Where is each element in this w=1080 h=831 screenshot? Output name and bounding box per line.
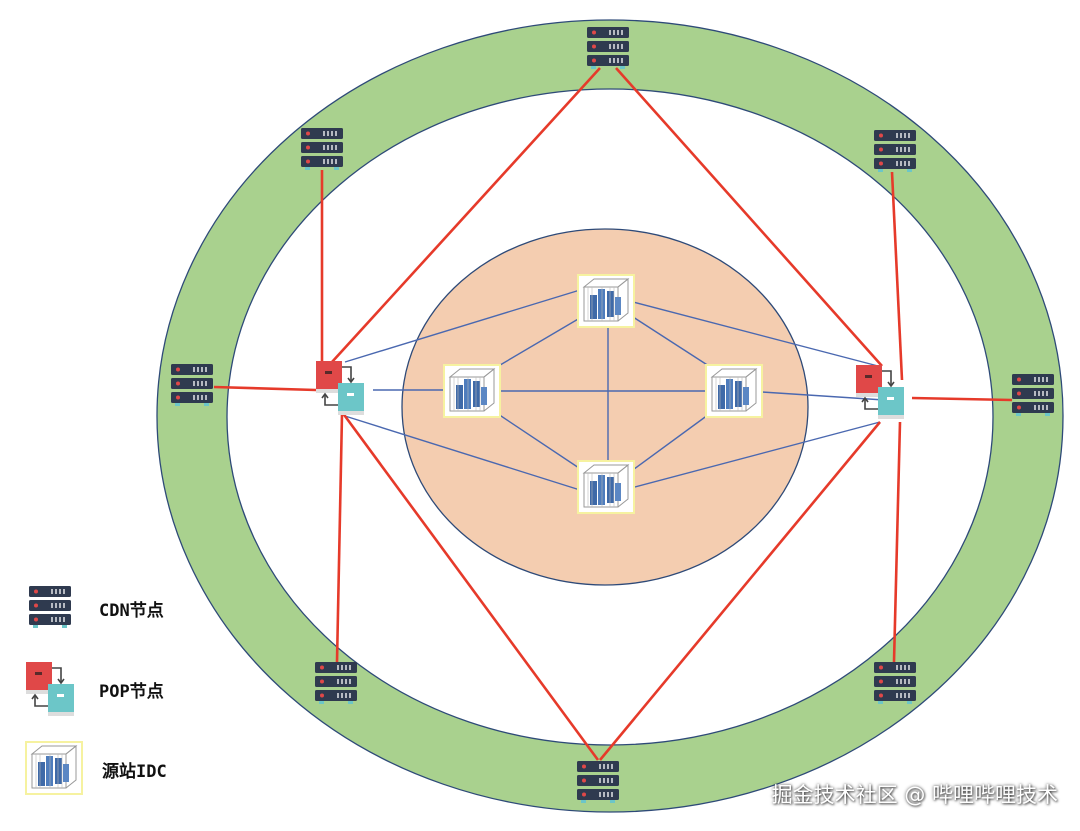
legend-idc-icon bbox=[25, 741, 83, 795]
link bbox=[634, 421, 881, 488]
cdn-node-left-icon bbox=[170, 363, 214, 407]
link bbox=[344, 415, 581, 491]
idc-node-top-icon bbox=[577, 274, 635, 328]
link bbox=[892, 421, 902, 663]
idc-node-left-icon bbox=[443, 364, 501, 418]
link bbox=[494, 411, 586, 473]
link bbox=[632, 301, 879, 367]
cdn-node-top-icon bbox=[586, 26, 630, 70]
idc-node-right-icon bbox=[705, 364, 763, 418]
link bbox=[598, 421, 882, 761]
link bbox=[331, 67, 601, 363]
link bbox=[615, 67, 883, 367]
watermark: 掘金技术社区 @ 哔哩哔哩技术 bbox=[771, 783, 1058, 807]
legend-cdn-icon bbox=[28, 585, 72, 629]
cdn-node-right-icon bbox=[1011, 373, 1055, 417]
legend-cdn-label: CDN节点 bbox=[99, 601, 164, 621]
legend-idc-label: 源站IDC bbox=[102, 762, 167, 782]
pop-to-cdn-links bbox=[213, 67, 1013, 761]
idc-core-area bbox=[401, 228, 809, 586]
link bbox=[335, 413, 344, 663]
link bbox=[213, 385, 317, 392]
legend-pop-label: POP节点 bbox=[99, 682, 164, 702]
link bbox=[629, 314, 713, 369]
cdn-node-top-right-icon bbox=[873, 129, 917, 173]
idc-node-bottom-icon bbox=[577, 460, 635, 514]
link bbox=[911, 396, 1013, 402]
link bbox=[890, 171, 904, 381]
cdn-node-bottom-left-icon bbox=[314, 661, 358, 705]
link bbox=[340, 411, 600, 761]
legend-pop-icon bbox=[25, 661, 75, 717]
cdn-node-bottom-right-icon bbox=[873, 661, 917, 705]
link bbox=[629, 411, 713, 473]
pop-to-idc-links bbox=[344, 289, 885, 491]
link bbox=[494, 314, 586, 369]
legend-icons bbox=[25, 585, 83, 795]
cdn-node-top-left-icon bbox=[300, 127, 344, 171]
link bbox=[344, 289, 581, 363]
cdn-node-bottom-icon bbox=[576, 760, 620, 804]
